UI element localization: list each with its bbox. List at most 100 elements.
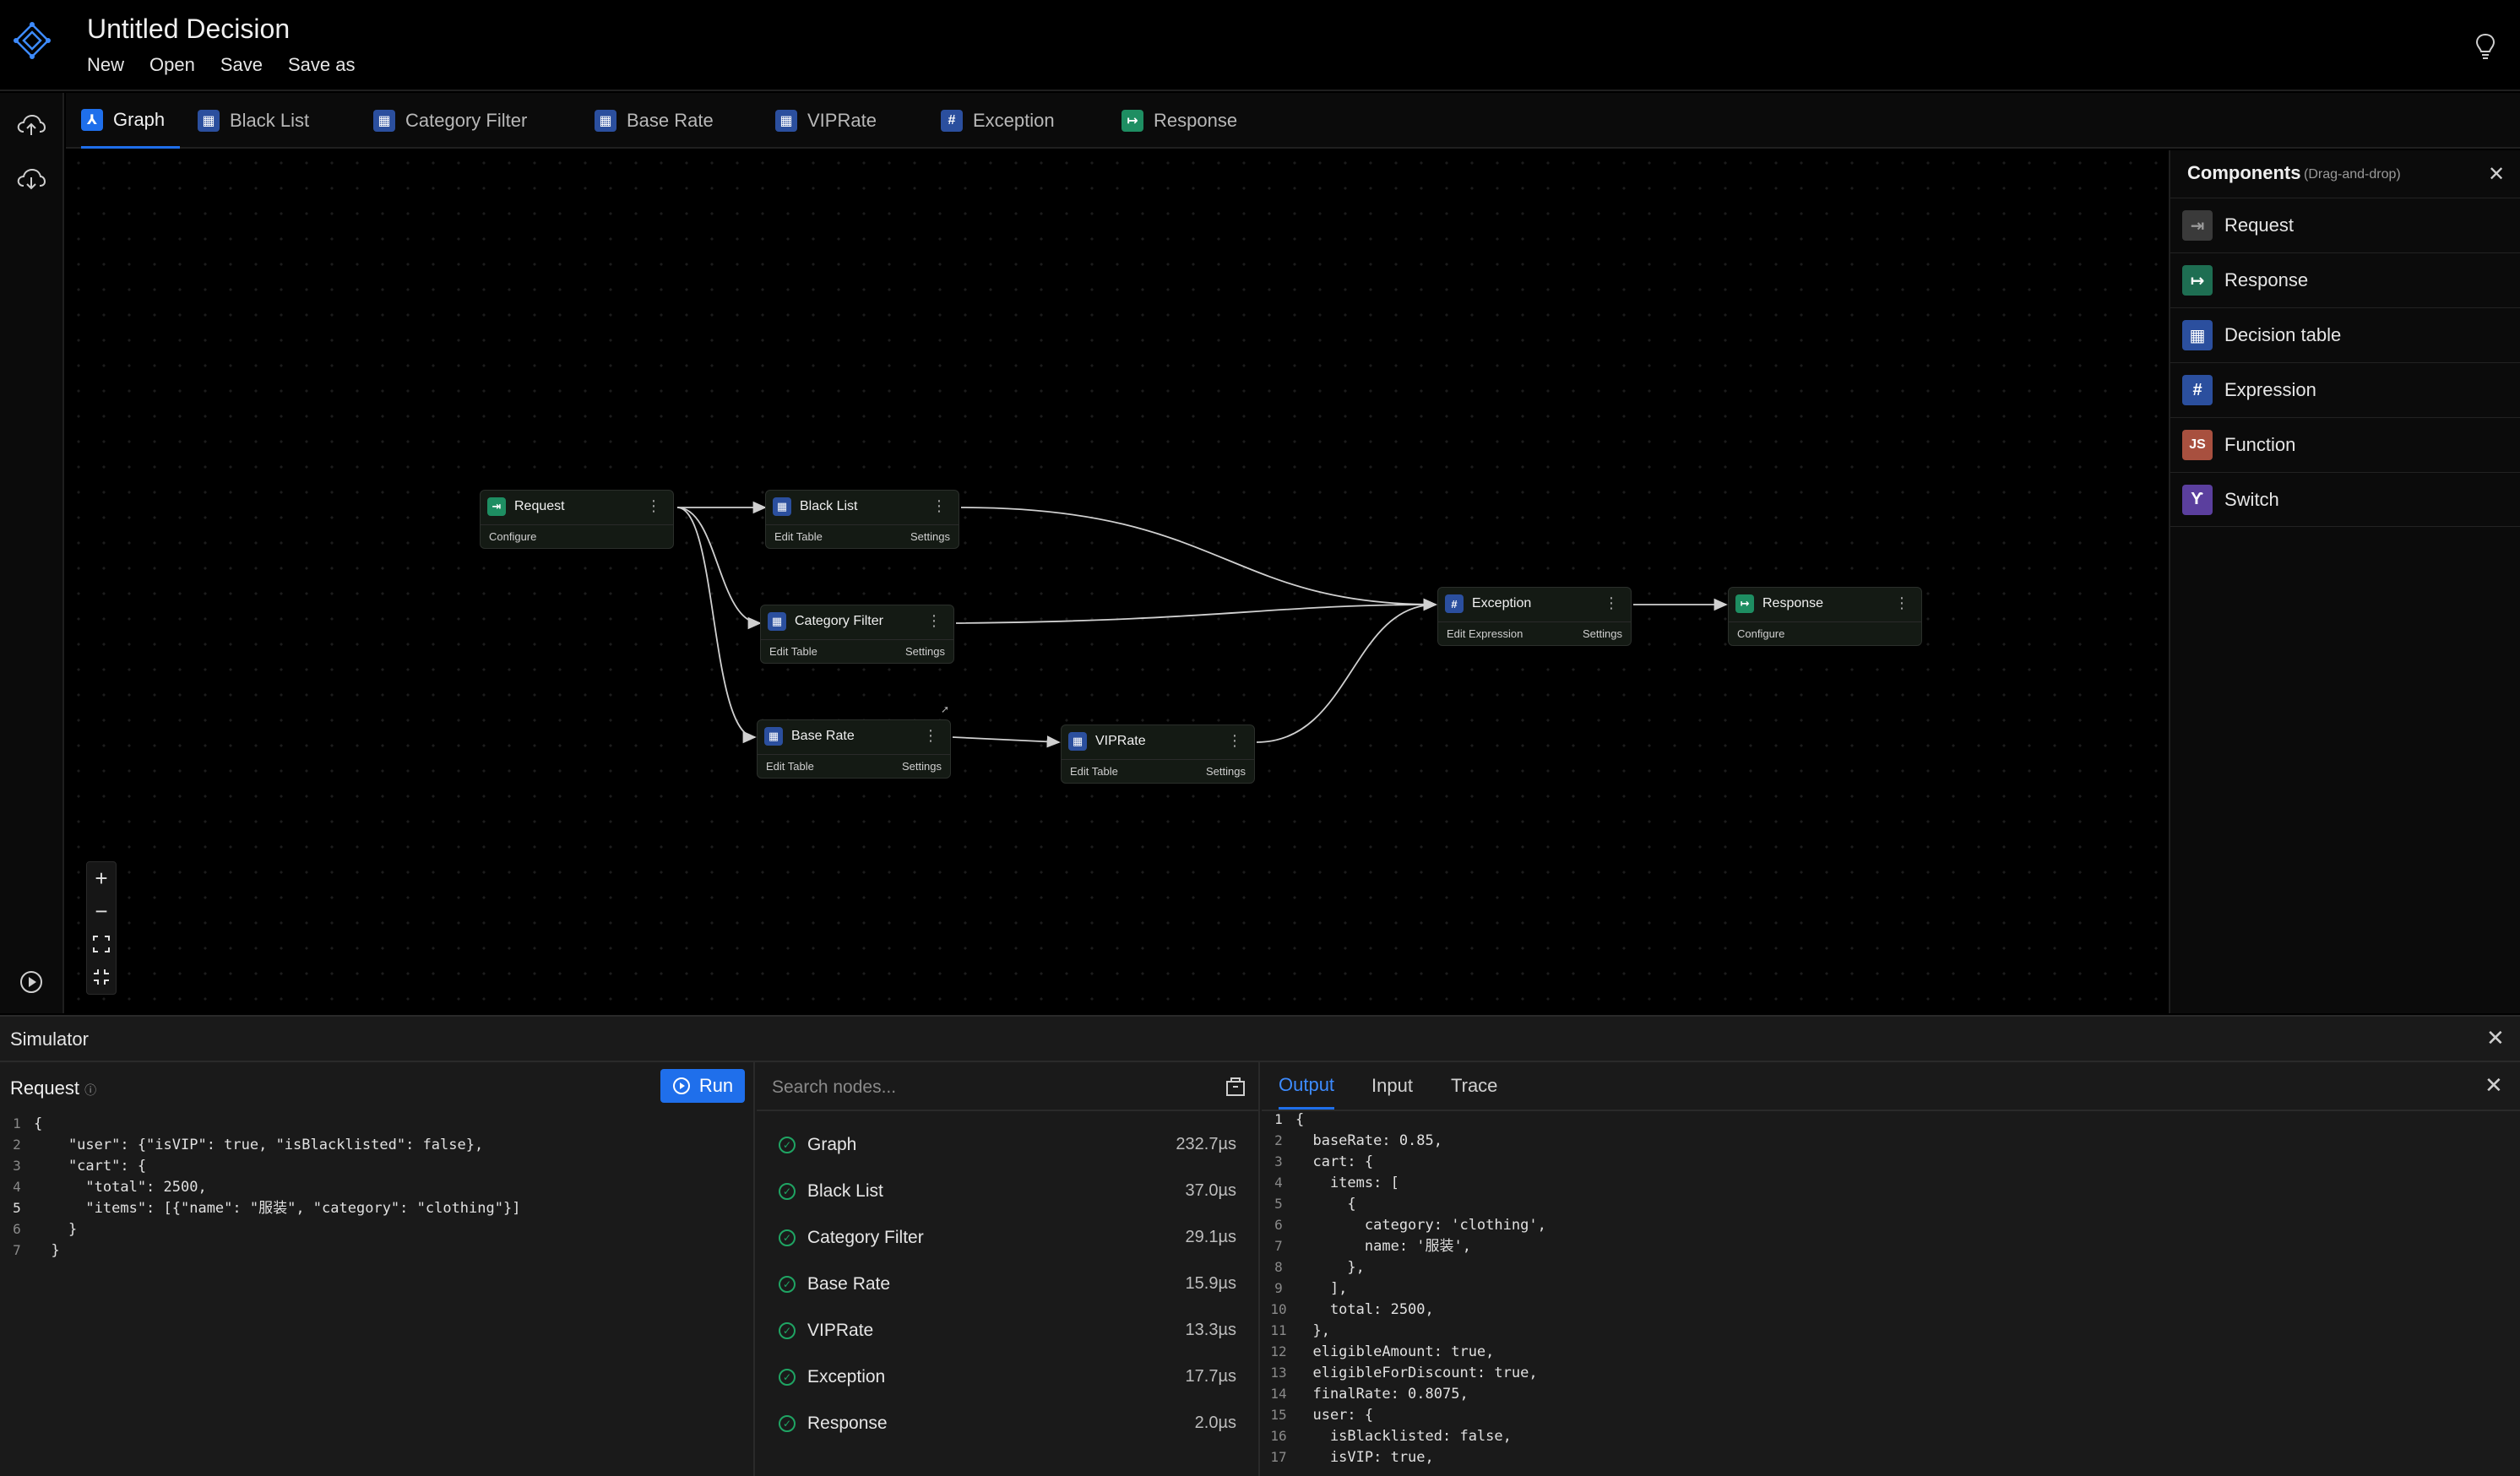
left-rail [0,93,64,1013]
request-json-editor[interactable]: 1{ 2 "user": {"isVIP": true, "isBlacklis… [13,1115,521,1259]
kebab-menu-icon[interactable]: ⋮ [1604,594,1619,611]
save-as-button[interactable]: Save as [288,54,356,75]
tab-output[interactable]: Output [1279,1062,1335,1110]
search-nodes-input[interactable] [772,1071,1211,1104]
tab-input[interactable]: Input [1371,1075,1413,1096]
graph-canvas[interactable] [66,150,2169,1013]
component-switch[interactable]: Ƴ Switch [2170,472,2520,527]
close-icon[interactable]: ✕ [2485,1072,2503,1098]
new-button[interactable]: New [87,54,125,75]
components-title: Components [2187,162,2301,183]
kebab-menu-icon[interactable]: ⋮ [923,727,938,744]
check-circle-icon: ✓ [779,1182,796,1200]
settings-link[interactable]: Settings [905,645,945,658]
cloud-upload-icon[interactable] [15,108,47,140]
configure-link[interactable]: Configure [489,530,537,543]
check-circle-icon: ✓ [779,1368,796,1386]
collapse-view-button[interactable] [87,961,116,993]
tab-response[interactable]: ↦ Response [1122,93,1237,149]
app-header: Untitled Decision New Open Save Save as [0,0,2520,91]
table-icon: ▦ [775,110,797,132]
settings-link[interactable]: Settings [1206,765,1246,778]
tab-black-list[interactable]: ▦ Black List [198,93,309,149]
document-title[interactable]: Untitled Decision [87,14,291,44]
graph-node-response[interactable]: ↦Response ⋮ Configure [1728,587,1922,646]
component-decision-table[interactable]: ▦ Decision table [2170,307,2520,362]
editor-tabs: ⅄ Graph ▦ Black List ▦ Category Filter ▦… [66,93,2520,149]
edit-expression-link[interactable]: Edit Expression [1447,627,1523,640]
check-circle-icon: ✓ [779,1136,796,1153]
kebab-menu-icon[interactable]: ⋮ [1227,732,1242,749]
kebab-menu-icon[interactable]: ⋮ [646,497,661,514]
fit-view-button[interactable] [87,928,116,960]
component-request[interactable]: ⇥ Request [2170,198,2520,252]
tab-graph[interactable]: ⅄ Graph [81,93,181,149]
cloud-download-icon[interactable] [15,162,47,194]
play-circle-icon[interactable] [15,966,47,998]
play-circle-icon [672,1077,690,1094]
configure-link[interactable]: Configure [1737,627,1785,640]
kebab-menu-icon[interactable]: ⋮ [931,497,947,514]
app-logo-icon[interactable] [14,22,51,59]
save-button[interactable]: Save [220,54,263,75]
table-icon: ▦ [768,612,786,631]
output-json-viewer[interactable]: 1{ 2 baseRate: 0.85, 3 cart: { 4 items: … [1270,1111,1546,1466]
lightbulb-icon[interactable] [2473,32,2498,61]
response-icon: ↦ [1735,594,1754,613]
table-icon: ▦ [773,497,791,516]
zoom-controls: + − [86,861,117,995]
component-function[interactable]: JS Function [2170,417,2520,472]
edit-table-link[interactable]: Edit Table [1070,765,1118,778]
zoom-out-button[interactable]: − [95,898,108,924]
components-panel: Components (Drag-and-drop) ✕ ⇥ Request ↦… [2169,150,2520,1013]
compress-icon [94,969,109,985]
response-icon: ↦ [2182,265,2213,296]
zoom-in-button[interactable]: + [95,865,108,891]
settings-link[interactable]: Settings [910,530,950,543]
tab-viprate[interactable]: ▦ VIPRate [775,93,877,149]
component-response[interactable]: ↦ Response [2170,252,2520,307]
info-icon[interactable]: ⓘ [84,1083,97,1097]
open-button[interactable]: Open [149,54,195,75]
tab-base-rate[interactable]: ▦ Base Rate [595,93,714,149]
table-icon: ▦ [2182,320,2213,350]
table-icon: ▦ [595,110,616,132]
response-icon: ↦ [1122,110,1143,132]
graph-icon: ⅄ [81,108,103,131]
run-button[interactable]: Run [660,1069,745,1103]
edit-table-link[interactable]: Edit Table [769,645,817,658]
table-icon: ▦ [373,110,395,132]
close-icon[interactable]: ✕ [2488,163,2506,186]
switch-branch-icon: Ƴ [2182,484,2213,515]
tab-category-filter[interactable]: ▦ Category Filter [373,93,527,149]
component-expression[interactable]: # Expression [2170,362,2520,417]
edit-table-link[interactable]: Edit Table [774,530,823,543]
close-icon[interactable]: ✕ [2486,1025,2505,1050]
kebab-menu-icon[interactable]: ⋮ [1894,594,1909,611]
edit-table-link[interactable]: Edit Table [766,760,814,773]
tab-trace[interactable]: Trace [1451,1075,1498,1096]
tab-exception[interactable]: # Exception [941,93,1055,149]
simulator-title: Simulator [10,1028,89,1050]
graph-node-request[interactable]: ⇥Request ⋮ Configure [480,490,674,549]
check-circle-icon: ✓ [779,1229,796,1246]
kebab-menu-icon[interactable]: ⋮ [926,612,942,629]
settings-link[interactable]: Settings [902,760,942,773]
components-hint: (Drag-and-drop) [2304,167,2401,182]
javascript-icon: JS [2182,430,2213,460]
package-icon[interactable] [1223,1074,1248,1099]
settings-link[interactable]: Settings [1583,627,1622,640]
